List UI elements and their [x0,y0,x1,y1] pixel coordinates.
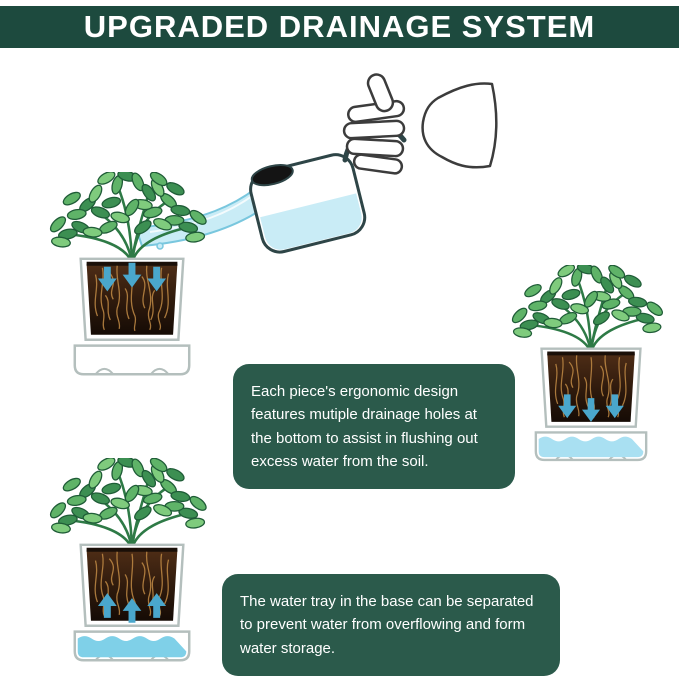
callout-tray-text: The water tray in the base can be separa… [240,593,534,657]
callout-water-tray: The water tray in the base can be separa… [222,574,560,676]
plant-icon [48,172,208,263]
tray-icon [73,344,191,376]
planter-top-left-illustration [48,172,216,376]
arrows-down-icon [97,262,167,292]
plant-icon [510,265,665,353]
watering-can-illustration [135,73,498,254]
title-banner: UPGRADED DRAINAGE SYSTEM [0,6,679,48]
hand-illustration [342,73,498,175]
plant-icon [48,458,208,549]
planter-bottom-left-illustration [48,458,216,662]
watering-can-body [249,153,367,254]
callout-drainage-text: Each piece's ergonomic design features m… [251,383,478,470]
can-spout-opening [250,163,294,187]
planter-right-illustration [510,265,672,462]
callout-drainage-holes: Each piece's ergonomic design features m… [233,364,515,489]
page-title: UPGRADED DRAINAGE SYSTEM [83,9,596,44]
water-droplet-icon [156,242,164,250]
